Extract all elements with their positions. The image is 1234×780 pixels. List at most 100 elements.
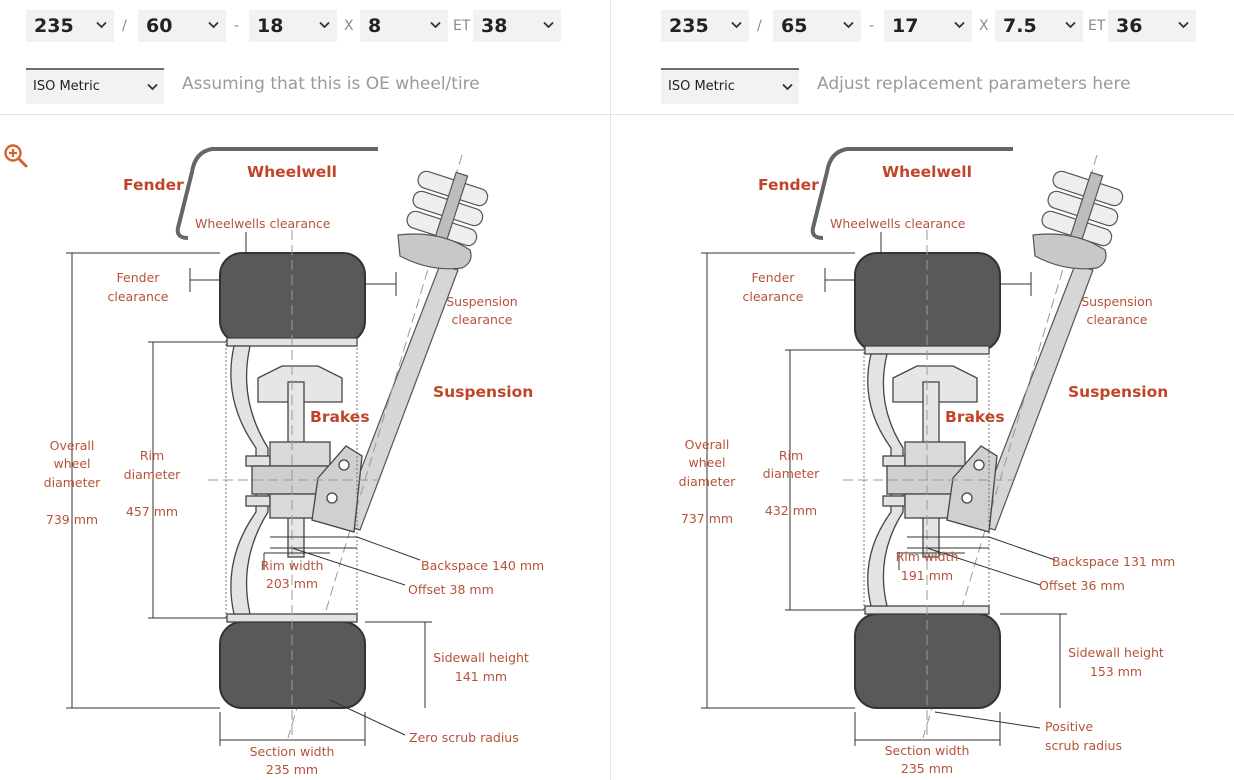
label-fender: Fender bbox=[123, 176, 184, 194]
brake-assembly bbox=[886, 365, 998, 558]
dimension-lines bbox=[66, 232, 432, 746]
divider bbox=[611, 114, 1234, 115]
brake-assembly bbox=[251, 365, 363, 558]
label-fender-clearance-1: Fender bbox=[752, 270, 796, 285]
chevron-down-icon bbox=[954, 21, 965, 29]
separator-x: X bbox=[979, 18, 989, 34]
label-section-width-2: 235 mm bbox=[266, 762, 318, 777]
fender-shape bbox=[810, 147, 1013, 240]
label-overall-1: Overall bbox=[50, 438, 95, 453]
zoom-in-icon[interactable] bbox=[3, 143, 29, 169]
rim-diameter-select[interactable]: 18 bbox=[249, 10, 337, 42]
label-overall-value: 739 mm bbox=[46, 512, 98, 527]
label-overall-3: diameter bbox=[44, 475, 102, 490]
aspect-ratio-select[interactable]: 65 bbox=[773, 10, 861, 42]
label-overall-1: Overall bbox=[685, 437, 730, 452]
chevron-down-icon bbox=[319, 21, 330, 29]
tire-width-value: 235 bbox=[669, 15, 709, 37]
label-fender-clearance-2: clearance bbox=[108, 289, 169, 304]
label-suspension-clearance-2: clearance bbox=[1087, 312, 1148, 327]
original-panel: 235 / 60 - 18 X 8 ET 38 ISO Metric Assum… bbox=[0, 0, 610, 780]
rim-diameter-value: 18 bbox=[257, 15, 284, 37]
label-rim-diameter-2: diameter bbox=[124, 467, 182, 482]
tire-width-select[interactable]: 235 bbox=[661, 10, 749, 42]
units-select[interactable]: ISO Metric bbox=[26, 68, 164, 104]
et-offset-value: 36 bbox=[1116, 15, 1143, 37]
label-rim-width-2: 203 mm bbox=[266, 576, 318, 591]
label-backspace: Backspace 140 mm bbox=[421, 558, 544, 573]
rim-diameter-select[interactable]: 17 bbox=[884, 10, 972, 42]
label-section-width-1: Section width bbox=[885, 743, 970, 758]
label-offset: Offset 36 mm bbox=[1039, 578, 1125, 593]
label-rim-diameter-1: Rim bbox=[779, 448, 803, 463]
label-sidewall-2: 153 mm bbox=[1090, 664, 1142, 679]
panel-divider bbox=[610, 0, 611, 780]
chevron-down-icon bbox=[543, 21, 554, 29]
chevron-down-icon bbox=[843, 21, 854, 29]
divider bbox=[0, 114, 610, 115]
label-sidewall-1: Sidewall height bbox=[1068, 645, 1164, 660]
tire-width-select[interactable]: 235 bbox=[26, 10, 114, 42]
label-backspace: Backspace 131 mm bbox=[1052, 554, 1175, 569]
label-offset: Offset 38 mm bbox=[408, 582, 494, 597]
spring-seat bbox=[1032, 233, 1107, 270]
rim-width-select[interactable]: 7.5 bbox=[995, 10, 1083, 42]
separator-x: X bbox=[344, 18, 354, 34]
chevron-down-icon bbox=[1065, 21, 1076, 29]
label-rim-diameter-value: 457 mm bbox=[126, 504, 178, 519]
label-wheelwells-clearance: Wheelwells clearance bbox=[195, 216, 331, 231]
rim-width-select[interactable]: 8 bbox=[360, 10, 448, 42]
chevron-down-icon bbox=[782, 83, 793, 91]
wheel-diagram: Fender Wheelwell Suspension Brakes Wheel… bbox=[635, 120, 1234, 780]
label-wheelwells-clearance: Wheelwells clearance bbox=[830, 216, 966, 231]
aspect-ratio-value: 60 bbox=[146, 15, 173, 37]
label-overall-2: wheel bbox=[689, 455, 726, 470]
separator-dash: - bbox=[234, 18, 240, 34]
wheel-diagram-svg: Fender Wheelwell Suspension Brakes Wheel… bbox=[44, 147, 544, 777]
hint-text: Assuming that this is OE wheel/tire bbox=[182, 74, 480, 94]
steering-axis bbox=[287, 154, 463, 739]
units-select[interactable]: ISO Metric bbox=[661, 68, 799, 104]
separator-et: ET bbox=[453, 18, 471, 34]
label-rim-width-2: 191 mm bbox=[901, 568, 953, 583]
chevron-down-icon bbox=[147, 83, 158, 91]
label-fender-clearance-2: clearance bbox=[743, 289, 804, 304]
rim-width-value: 8 bbox=[368, 15, 382, 37]
label-overall-3: diameter bbox=[679, 474, 737, 489]
hint-text: Adjust replacement parameters here bbox=[817, 74, 1131, 94]
separator-slash: / bbox=[757, 18, 762, 34]
chevron-down-icon bbox=[208, 21, 219, 29]
chevron-down-icon bbox=[430, 21, 441, 29]
label-section-width-1: Section width bbox=[250, 744, 335, 759]
rim-width-value: 7.5 bbox=[1003, 15, 1037, 37]
label-sidewall-2: 141 mm bbox=[455, 669, 507, 684]
units-value: ISO Metric bbox=[33, 79, 100, 94]
label-rim-width-1: Rim width bbox=[896, 549, 959, 564]
label-suspension: Suspension bbox=[433, 383, 533, 401]
chevron-down-icon bbox=[731, 21, 742, 29]
label-fender-clearance-1: Fender bbox=[117, 270, 161, 285]
et-offset-select[interactable]: 38 bbox=[473, 10, 561, 42]
label-scrub-radius-1: Zero scrub radius bbox=[409, 730, 519, 745]
label-brakes: Brakes bbox=[310, 408, 370, 426]
label-rim-diameter-value: 432 mm bbox=[765, 503, 817, 518]
aspect-ratio-select[interactable]: 60 bbox=[138, 10, 226, 42]
label-suspension-clearance-2: clearance bbox=[452, 312, 513, 327]
wheel-diagram: Fender Wheelwell Suspension Brakes Wheel… bbox=[0, 120, 600, 780]
rim-diameter-value: 17 bbox=[892, 15, 919, 37]
tire-width-value: 235 bbox=[34, 15, 74, 37]
units-value: ISO Metric bbox=[668, 79, 735, 94]
label-scrub-radius-1: Positive bbox=[1045, 719, 1093, 734]
label-brakes: Brakes bbox=[945, 408, 1005, 426]
label-overall-2: wheel bbox=[54, 456, 91, 471]
label-scrub-radius-2: scrub radius bbox=[1045, 738, 1122, 753]
label-section-width-2: 235 mm bbox=[901, 761, 953, 776]
et-offset-value: 38 bbox=[481, 15, 508, 37]
label-suspension: Suspension bbox=[1068, 383, 1168, 401]
label-suspension-clearance-1: Suspension bbox=[1081, 294, 1152, 309]
dimension-lines bbox=[701, 232, 1067, 746]
label-wheelwell: Wheelwell bbox=[882, 163, 972, 181]
separator-slash: / bbox=[122, 18, 127, 34]
et-offset-select[interactable]: 36 bbox=[1108, 10, 1196, 42]
aspect-ratio-value: 65 bbox=[781, 15, 808, 37]
